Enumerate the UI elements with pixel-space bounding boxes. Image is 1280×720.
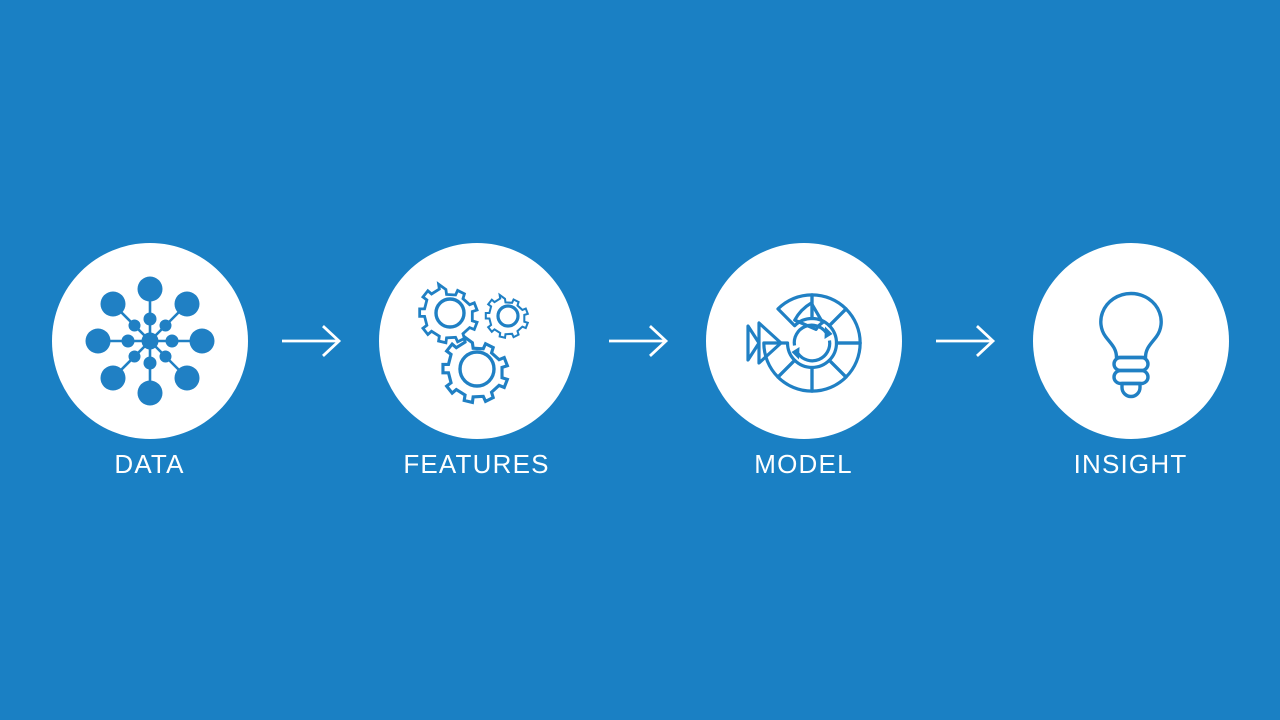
- arrow-right-icon: [609, 325, 669, 357]
- step-icon-circle-model: [705, 243, 902, 439]
- step-icon-circle-data: [51, 243, 248, 439]
- process-step-model[interactable]: MODEL: [705, 243, 902, 479]
- gears-icon: [417, 281, 529, 405]
- process-step-insight[interactable]: INSIGHT: [1032, 243, 1229, 479]
- step-label-insight: INSIGHT: [1073, 449, 1188, 479]
- step-label-features: FEATURES: [403, 449, 550, 479]
- step-icon-circle-features: [378, 243, 575, 439]
- process-step-data[interactable]: DATA: [51, 243, 248, 479]
- model-cycle-icon: [745, 293, 862, 393]
- step-label-data: DATA: [114, 449, 185, 479]
- network-nodes-icon: [85, 276, 214, 406]
- arrow-right-icon: [936, 325, 996, 357]
- step-icon-circle-insight: [1032, 243, 1229, 439]
- connector-features-to-model: [575, 243, 706, 439]
- step-label-model: MODEL: [754, 449, 853, 479]
- arrow-right-icon: [282, 325, 342, 357]
- process-step-features[interactable]: FEATURES: [378, 243, 575, 479]
- lightbulb-icon: [1098, 291, 1163, 399]
- connector-model-to-insight: [902, 243, 1033, 439]
- connector-data-to-features: [248, 243, 379, 439]
